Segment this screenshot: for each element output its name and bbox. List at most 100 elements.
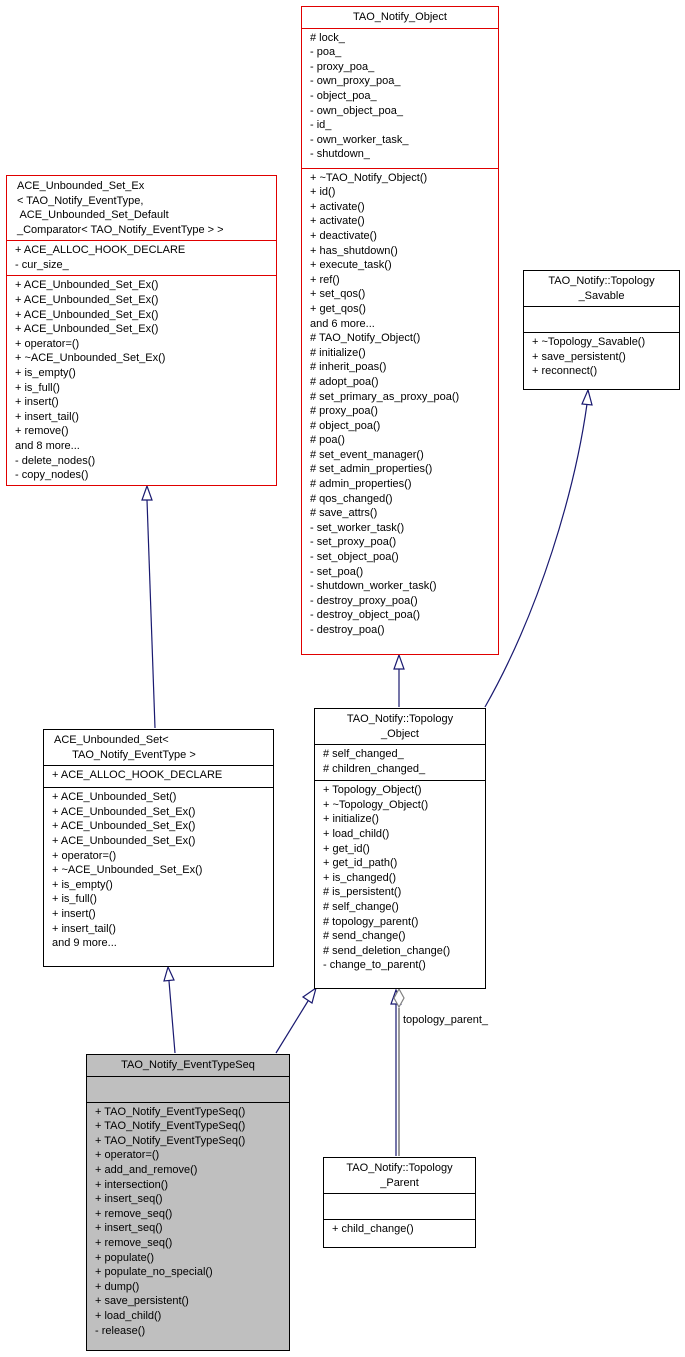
method-item: and 6 more... [310, 317, 375, 330]
methods-section: + ACE_Unbounded_Set()+ ACE_Unbounded_Set… [44, 787, 273, 953]
method-item: + insert() [15, 396, 59, 409]
method-item: + set_qos() [310, 288, 366, 301]
method-item: + ACE_Unbounded_Set_Ex() [52, 820, 196, 833]
methods-section: + ~TAO_Notify_Object()+ id()+ activate()… [302, 167, 498, 640]
method-item: + operator=() [15, 337, 80, 350]
class-tao-notify-object[interactable]: TAO_Notify_Object # lock_- poa_- proxy_p… [301, 6, 499, 655]
method-item: + ~ACE_Unbounded_Set_Ex() [52, 864, 203, 877]
method-item: - copy_nodes() [15, 469, 89, 482]
title-line: TAO_Notify::Topology [548, 275, 655, 287]
attribute-item: - poa_ [310, 46, 342, 59]
method-item: - set_proxy_poa() [310, 536, 397, 549]
class-topology-object[interactable]: TAO_Notify::Topology_Object # self_chang… [314, 708, 486, 989]
attribute-item: - own_object_poa_ [310, 104, 403, 117]
method-item: - set_worker_task() [310, 521, 405, 534]
attribute-item: - proxy_poa_ [310, 60, 375, 73]
edge-label-topology-parent: topology_parent_ [403, 1014, 489, 1026]
method-item: and 9 more... [52, 937, 117, 950]
attributes-section: + ACE_ALLOC_HOOK_DECLARE [44, 765, 273, 787]
method-item: # set_event_manager() [310, 448, 424, 461]
title-line: ACE_Unbounded_Set_Default [17, 209, 169, 222]
method-item: + activate() [310, 200, 365, 213]
attribute-item: # self_changed_ [323, 748, 404, 761]
attribute-item: - id_ [310, 119, 332, 132]
class-tao-notify-event-type-seq[interactable]: TAO_Notify_EventTypeSeq + TAO_Notify_Eve… [86, 1054, 290, 1351]
methods-section: + TAO_Notify_EventTypeSeq()+ TAO_Notify_… [87, 1101, 289, 1341]
inheritance-arrowhead [301, 986, 318, 1004]
method-item: # adopt_poa() [310, 375, 379, 388]
method-item: + is_changed() [323, 871, 397, 884]
attribute-item: + ACE_ALLOC_HOOK_DECLARE [52, 769, 223, 782]
method-item: + remove_seq() [95, 1207, 173, 1220]
method-item: + has_shutdown() [310, 244, 398, 257]
method-item: and 8 more... [15, 439, 80, 452]
method-item: - destroy_poa() [310, 624, 385, 636]
class-title: ACE_Unbounded_Set_Ex< TAO_Notify_EventTy… [7, 176, 276, 240]
method-item: + insert_tail() [15, 410, 79, 423]
edge-seq-to-set [168, 980, 176, 1054]
method-item: + insert() [52, 907, 96, 920]
method-item: + TAO_Notify_EventTypeSeq() [95, 1134, 246, 1147]
method-item: - destroy_proxy_poa() [310, 594, 418, 607]
method-item: + is_empty() [52, 878, 113, 891]
inheritance-arrowhead [163, 965, 175, 982]
edge-seq-to-topology-object [275, 1000, 309, 1054]
method-item: + deactivate() [310, 229, 377, 242]
method-item: + is_empty() [15, 366, 76, 379]
attributes-section [324, 1193, 475, 1219]
method-item: + dump() [95, 1280, 140, 1293]
class-topology-savable[interactable]: TAO_Notify::Topology_Savable + ~Topology… [523, 270, 680, 390]
title-line: TAO_Notify_EventType > [54, 748, 196, 761]
method-item: + populate_no_special() [95, 1266, 213, 1279]
class-ace-unbounded-set[interactable]: ACE_Unbounded_Set< TAO_Notify_EventType … [43, 729, 274, 967]
title-line: _Object [381, 727, 419, 740]
inheritance-arrowhead [141, 484, 153, 501]
method-item: + get_id() [323, 842, 370, 855]
method-item: - shutdown_worker_task() [310, 580, 437, 593]
title-line: TAO_Notify::Topology [346, 1162, 453, 1174]
attribute-item: + ACE_ALLOC_HOOK_DECLARE [15, 244, 186, 257]
method-item: + activate() [310, 215, 365, 228]
method-item: # proxy_poa() [310, 405, 378, 418]
attribute-item: - own_proxy_poa_ [310, 75, 401, 88]
methods-section: + ACE_Unbounded_Set_Ex()+ ACE_Unbounded_… [7, 275, 276, 484]
class-topology-parent[interactable]: TAO_Notify::Topology_Parent + child_chan… [323, 1157, 476, 1248]
class-ace-unbounded-set-ex[interactable]: ACE_Unbounded_Set_Ex< TAO_Notify_EventTy… [6, 175, 277, 486]
method-item: + populate() [95, 1251, 155, 1264]
method-item: + ACE_Unbounded_Set_Ex() [52, 834, 196, 847]
attributes-section [524, 306, 679, 332]
method-item: # initialize() [310, 346, 366, 359]
title-line: _Parent [380, 1176, 419, 1189]
method-item: # admin_properties() [310, 478, 412, 491]
method-item: + Topology_Object() [323, 784, 422, 797]
method-item: # qos_changed() [310, 492, 393, 505]
method-item: + ~ACE_Unbounded_Set_Ex() [15, 352, 166, 365]
method-item: + save_persistent() [95, 1295, 189, 1308]
title-line: _Savable [578, 289, 625, 302]
title-line: TAO_Notify_Object [353, 11, 447, 23]
methods-section: + Topology_Object()+ ~Topology_Object() +… [315, 780, 485, 975]
inheritance-arrowhead [393, 653, 405, 670]
method-item: # set_admin_properties() [310, 463, 433, 476]
method-item: + ACE_Unbounded_Set_Ex() [15, 293, 159, 306]
title-line: _Comparator< TAO_Notify_EventType > > [17, 223, 224, 236]
aggregation-diamond [393, 987, 405, 1009]
method-item: + operator=() [95, 1149, 160, 1162]
class-title: TAO_Notify::Topology_Object [315, 709, 485, 744]
class-title: TAO_Notify_Object [302, 7, 498, 28]
method-item: + TAO_Notify_EventTypeSeq() [95, 1105, 246, 1118]
method-item: + ref() [310, 273, 340, 286]
method-item: # set_primary_as_proxy_poa() [310, 390, 460, 403]
method-item: + remove_seq() [95, 1236, 173, 1249]
method-item: + ~TAO_Notify_Object() [310, 171, 428, 184]
method-item: + load_child() [323, 827, 390, 840]
method-item: + save_persistent() [532, 350, 626, 363]
method-item: + TAO_Notify_EventTypeSeq() [95, 1120, 246, 1133]
method-item: + initialize() [323, 813, 379, 826]
inheritance-arrowhead [581, 388, 593, 406]
attributes-section: # lock_- poa_- proxy_poa_- own_proxy_poa… [302, 27, 498, 168]
title-line: TAO_Notify::Topology [346, 713, 454, 725]
method-item: + ~Topology_Object() [323, 798, 429, 811]
method-item: + ~Topology_Savable() [532, 336, 646, 349]
